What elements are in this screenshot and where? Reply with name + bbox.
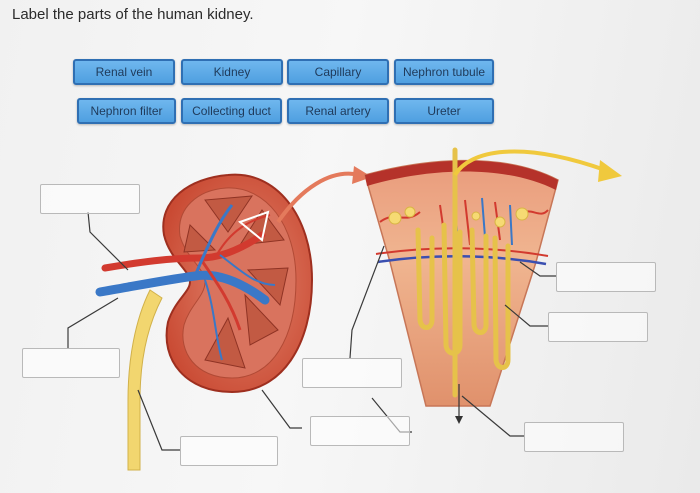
- label-chip-ureter[interactable]: Ureter: [394, 98, 494, 124]
- drop-target-6[interactable]: [556, 262, 656, 292]
- label-chip-nephron-filter[interactable]: Nephron filter: [77, 98, 176, 124]
- drop-target-3[interactable]: [180, 436, 278, 466]
- renal-vein-vessel: [95, 270, 270, 305]
- label-chip-renal-vein[interactable]: Renal vein: [73, 59, 175, 85]
- label-chip-renal-artery[interactable]: Renal artery: [287, 98, 389, 124]
- question-prompt: Label the parts of the human kidney.: [12, 6, 254, 23]
- label-chip-kidney[interactable]: Kidney: [181, 59, 283, 85]
- drop-target-1[interactable]: [40, 184, 140, 214]
- renal-artery-vessel: [101, 231, 266, 272]
- drop-target-2[interactable]: [22, 348, 120, 378]
- nephron-tubule-loops: [415, 147, 511, 398]
- drop-target-7[interactable]: [548, 312, 648, 342]
- drop-target-5[interactable]: [310, 416, 410, 446]
- flow-arrow: [453, 149, 606, 177]
- label-chip-capillary[interactable]: Capillary: [287, 59, 389, 85]
- label-chip-collecting-duct[interactable]: Collecting duct: [181, 98, 282, 124]
- ureter-tube: [127, 289, 163, 471]
- drop-target-8[interactable]: [524, 422, 624, 452]
- label-chip-nephron-tubule[interactable]: Nephron tubule: [394, 59, 494, 85]
- drop-target-4[interactable]: [302, 358, 402, 388]
